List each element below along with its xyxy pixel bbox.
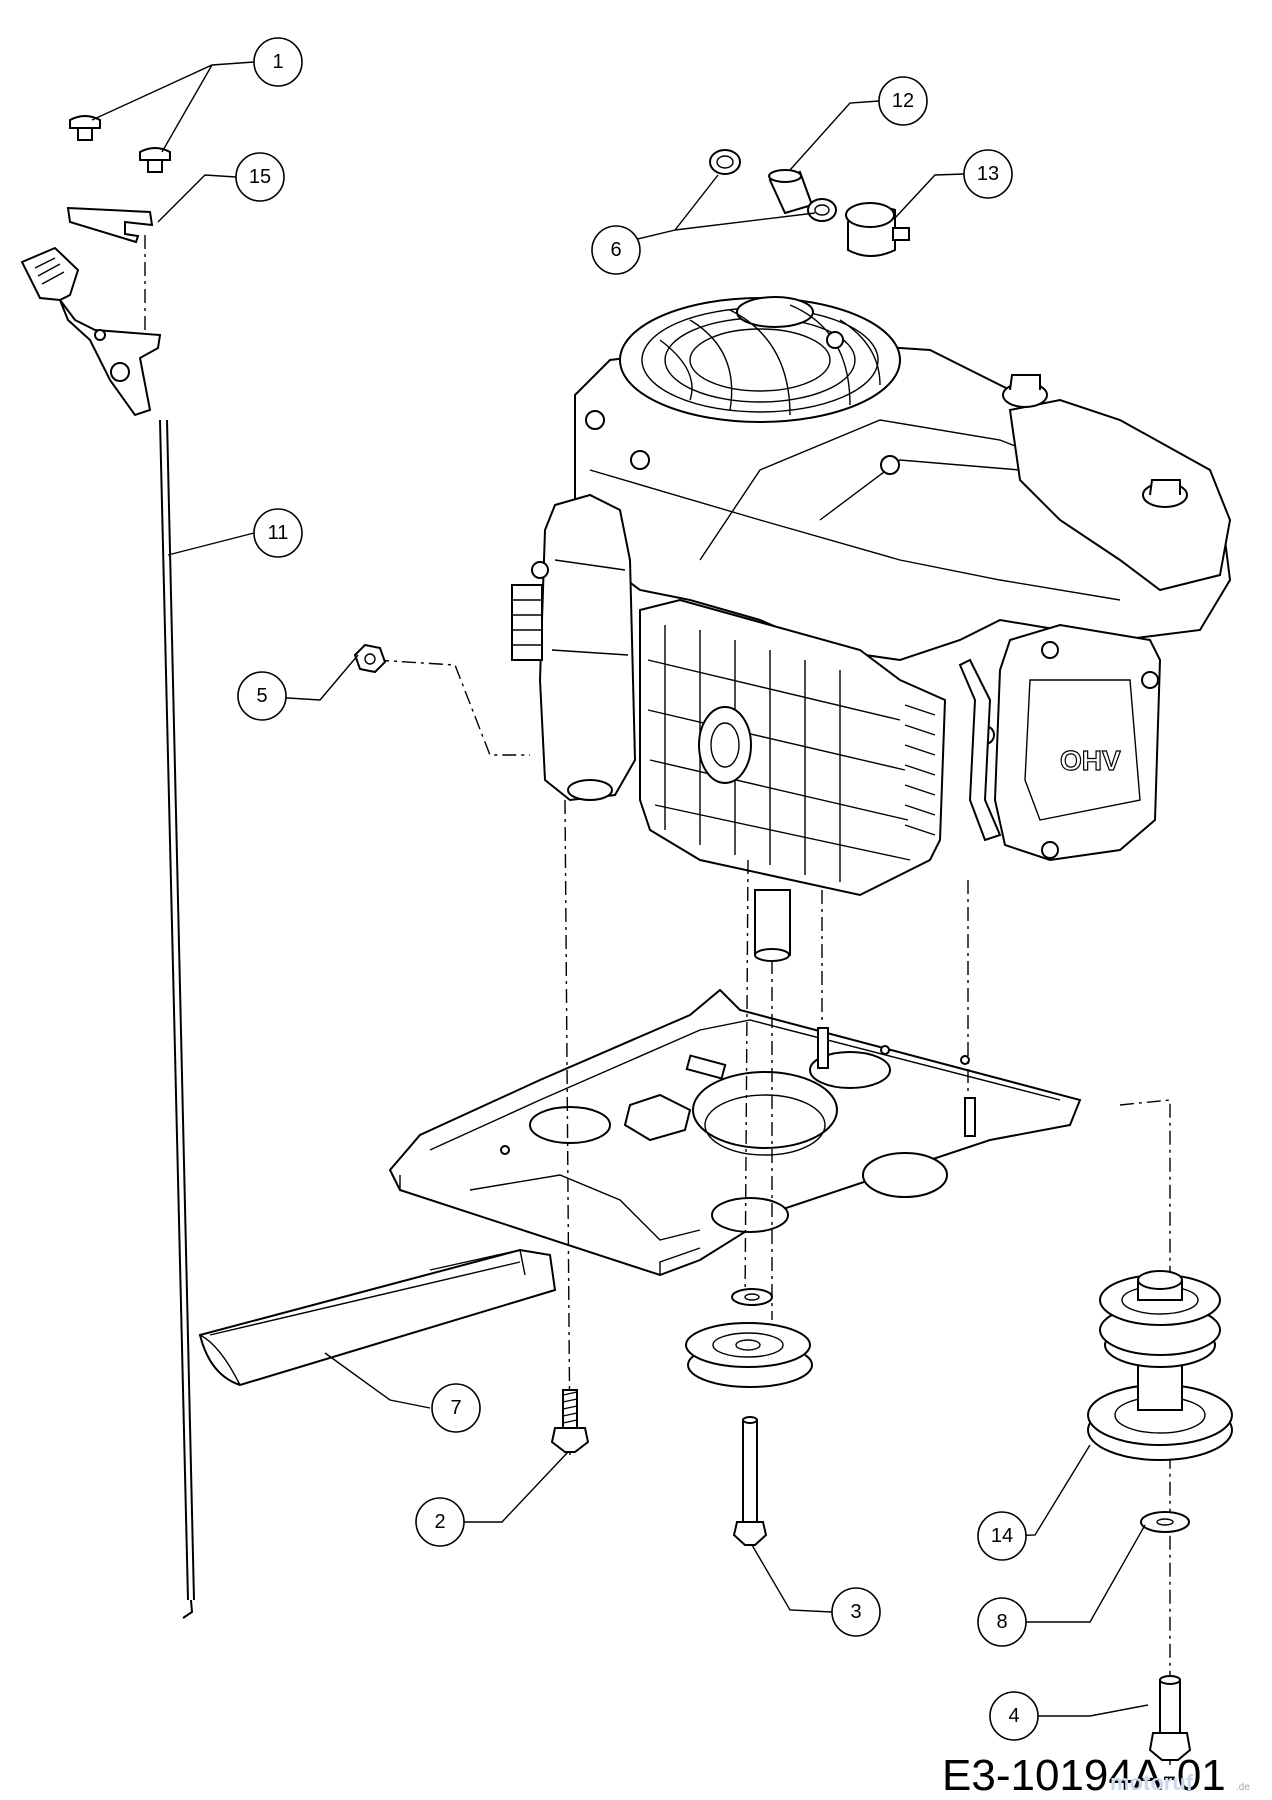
callout-5[interactable]: 5 xyxy=(237,671,287,721)
callout-label: 2 xyxy=(434,1511,445,1533)
drive-pulley-part-14[interactable] xyxy=(1087,1270,1233,1461)
valve-cover xyxy=(993,623,1162,862)
engine-deck-plate[interactable] xyxy=(388,988,1082,1277)
muffler xyxy=(639,598,947,897)
callout-label: 1 xyxy=(272,51,283,73)
nut-part-5[interactable] xyxy=(353,643,387,674)
callout-13[interactable]: 13 xyxy=(963,149,1013,199)
drawing-number: E3-10194A-01 xyxy=(942,1751,1226,1800)
watermark-suffix: .de xyxy=(1236,1782,1250,1793)
fuel-filter-part-13[interactable] xyxy=(845,202,910,257)
bolt-part-4[interactable] xyxy=(1148,1675,1192,1761)
callout-label: 8 xyxy=(996,1611,1007,1633)
callout-label: 6 xyxy=(610,239,621,261)
bracket-part-15[interactable] xyxy=(66,206,154,244)
callout-label: 3 xyxy=(850,1601,861,1623)
callout-3[interactable]: 3 xyxy=(831,1587,881,1637)
callout-8[interactable]: 8 xyxy=(977,1597,1027,1647)
screw-part-1a[interactable] xyxy=(69,115,101,141)
callout-label: 7 xyxy=(450,1397,461,1419)
bolt-part-2[interactable] xyxy=(550,1389,590,1453)
callout-15[interactable]: 15 xyxy=(235,152,285,202)
callout-label: 11 xyxy=(268,522,289,544)
screw-part-1b[interactable] xyxy=(139,147,171,173)
callout-4[interactable]: 4 xyxy=(989,1691,1039,1741)
shield-part-7[interactable] xyxy=(198,1248,557,1387)
throttle-control-part-11[interactable] xyxy=(20,246,195,1619)
washer-part-8[interactable] xyxy=(1140,1511,1190,1533)
callout-label: 5 xyxy=(256,685,267,707)
callout-7[interactable]: 7 xyxy=(431,1383,481,1433)
engine[interactable]: OHV xyxy=(511,296,1232,962)
alignment-lines xyxy=(144,235,1171,1765)
callout-label: 15 xyxy=(249,166,271,188)
hose-clamp-part-6a[interactable] xyxy=(709,149,741,175)
callout-1[interactable]: 1 xyxy=(253,37,303,87)
callout-14[interactable]: 14 xyxy=(977,1511,1027,1561)
fuel-hose-part-12[interactable] xyxy=(768,169,814,215)
callout-12[interactable]: 12 xyxy=(878,76,928,126)
hose-clamp-part-6b[interactable] xyxy=(807,198,837,222)
callout-label: 14 xyxy=(991,1525,1013,1547)
callout-6[interactable]: 6 xyxy=(591,225,641,275)
idler-pulley[interactable] xyxy=(685,1288,813,1388)
bolt-part-3[interactable] xyxy=(732,1416,768,1546)
leader-lines xyxy=(91,61,1149,1717)
watermark-logo: motoruf xyxy=(1110,1770,1194,1795)
callout-label: 13 xyxy=(977,163,999,185)
callout-11[interactable]: 11 xyxy=(253,508,303,558)
callout-label: 4 xyxy=(1008,1705,1019,1727)
engine-marking-text: OHV xyxy=(1060,745,1121,776)
callout-2[interactable]: 2 xyxy=(415,1497,465,1547)
callout-label: 12 xyxy=(892,90,914,112)
